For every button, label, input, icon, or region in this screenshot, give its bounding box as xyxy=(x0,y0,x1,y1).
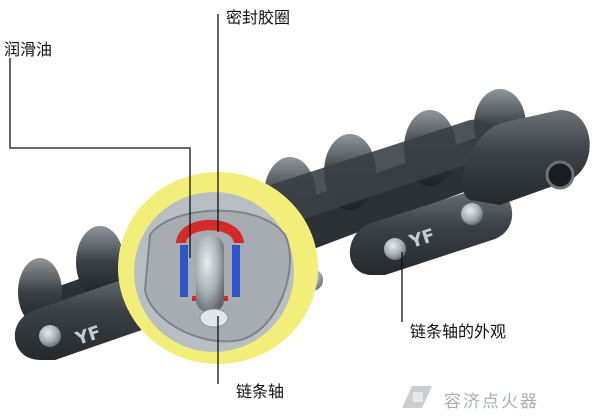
leader-lines xyxy=(9,14,403,384)
pin-head xyxy=(384,238,406,260)
pin-head xyxy=(39,325,61,347)
pin-hole xyxy=(545,160,575,190)
label-lubricant: 润滑油 xyxy=(4,40,53,59)
cutaway-section xyxy=(118,172,318,364)
watermark: 容济点火器 xyxy=(398,380,598,416)
pin-shaft xyxy=(196,236,224,312)
label-pin: 链条轴 xyxy=(236,382,285,401)
watermark-logo-icon xyxy=(402,386,432,408)
bushing-right xyxy=(232,245,240,297)
roller xyxy=(76,226,124,298)
pin-end xyxy=(199,308,229,328)
leader-lubricant xyxy=(9,58,191,258)
bushing-left xyxy=(180,245,188,297)
label-seal-ring: 密封胶圈 xyxy=(226,8,291,27)
watermark-text: 容济点火器 xyxy=(444,392,539,412)
pin-head xyxy=(461,203,483,225)
link-plate-upper xyxy=(233,119,497,235)
label-pin-exterior: 链条轴的外观 xyxy=(410,322,507,341)
seal-ring-red xyxy=(176,219,244,243)
